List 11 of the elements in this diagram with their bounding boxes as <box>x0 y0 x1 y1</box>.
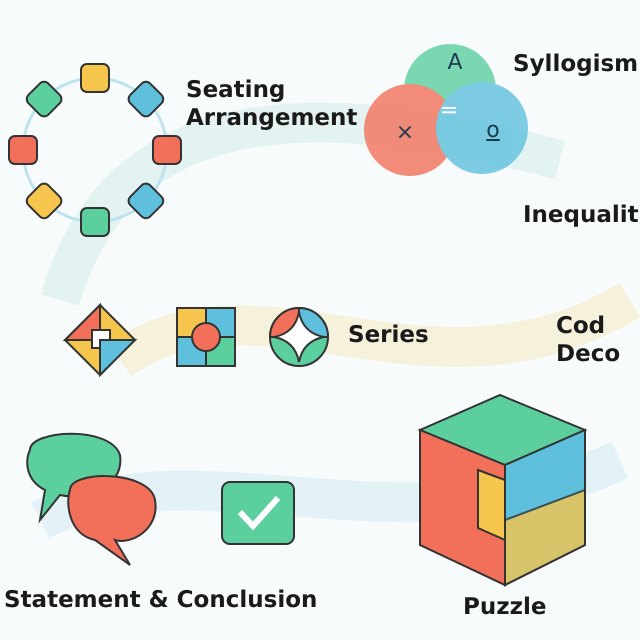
label-text: Series <box>348 322 429 350</box>
label-text: Inequalit <box>523 202 639 230</box>
label-text: Puzzle <box>463 594 546 622</box>
venn-letter: = <box>438 98 460 123</box>
label-text: Seating Arrangement <box>186 77 358 132</box>
venn-letter: × <box>394 120 416 145</box>
label-text: Syllogism <box>513 51 638 79</box>
venn-letter: o <box>485 118 501 143</box>
label-text: Statement & Conclusion <box>4 587 318 615</box>
venn-letter: A <box>446 50 464 75</box>
label-text: Cod Deco <box>556 313 622 368</box>
